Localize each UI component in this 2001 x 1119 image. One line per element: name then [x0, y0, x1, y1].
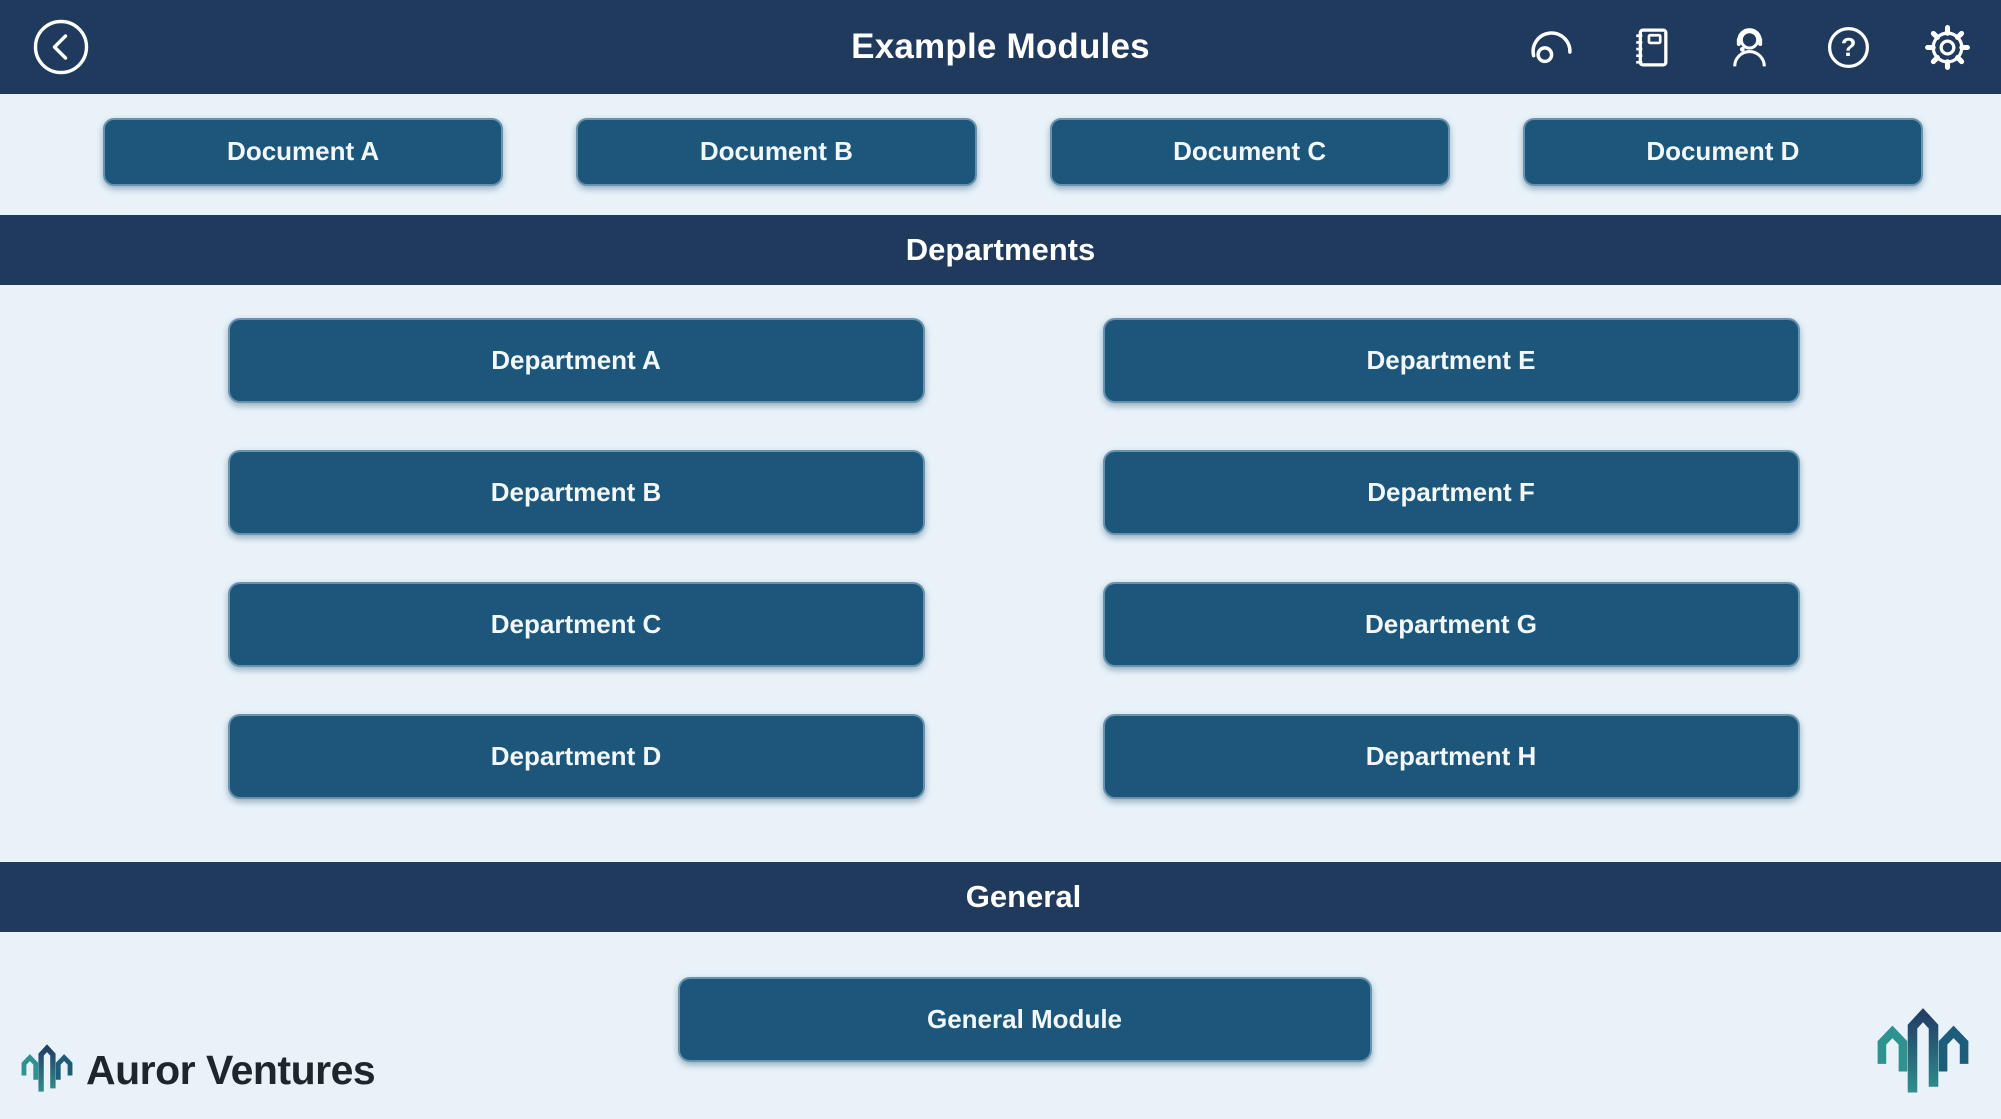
department-e-button[interactable]: Department E	[1102, 318, 1800, 403]
departments-section-title: Departments	[905, 232, 1096, 267]
help-icon[interactable]: ?	[1825, 24, 1872, 71]
departments-section-header: Departments	[0, 215, 2001, 285]
back-button[interactable]	[32, 18, 90, 76]
document-a-button[interactable]: Document A	[103, 117, 504, 186]
notebook-icon[interactable]	[1627, 24, 1674, 71]
header-icon-group: ?	[1528, 24, 1971, 71]
svg-text:?: ?	[1841, 34, 1857, 62]
document-b-button[interactable]: Document B	[576, 117, 977, 186]
support-person-icon[interactable]	[1726, 24, 1773, 71]
department-c-button[interactable]: Department C	[227, 582, 925, 667]
settings-icon[interactable]	[1924, 24, 1971, 71]
general-section-title: General	[965, 879, 1082, 914]
general-section-header: General	[0, 862, 2001, 932]
insights-icon[interactable]	[1528, 24, 1575, 71]
documents-row: Document A Document B Document C Documen…	[0, 94, 2001, 215]
department-f-button[interactable]: Department F	[1102, 450, 1800, 535]
brand-name: Auror Ventures	[86, 1047, 376, 1093]
back-icon	[32, 18, 90, 76]
department-b-button[interactable]: Department B	[227, 450, 925, 535]
department-g-button[interactable]: Department G	[1102, 582, 1800, 667]
header-bar: Example Modules	[0, 0, 2001, 94]
general-module-button[interactable]: General Module	[677, 977, 1372, 1062]
document-c-button[interactable]: Document C	[1049, 117, 1450, 186]
general-section: General Module	[0, 932, 2001, 1119]
department-a-button[interactable]: Department A	[227, 318, 925, 403]
brand-logo: Auror Ventures	[20, 1038, 376, 1103]
auror-ventures-corner-logo-icon	[1875, 997, 1971, 1109]
auror-ventures-logo-icon	[20, 1038, 74, 1103]
department-h-button[interactable]: Department H	[1102, 714, 1800, 799]
document-d-button[interactable]: Document D	[1522, 117, 1923, 186]
department-d-button[interactable]: Department D	[227, 714, 925, 799]
departments-grid: Department A Department E Department B D…	[0, 285, 2001, 862]
